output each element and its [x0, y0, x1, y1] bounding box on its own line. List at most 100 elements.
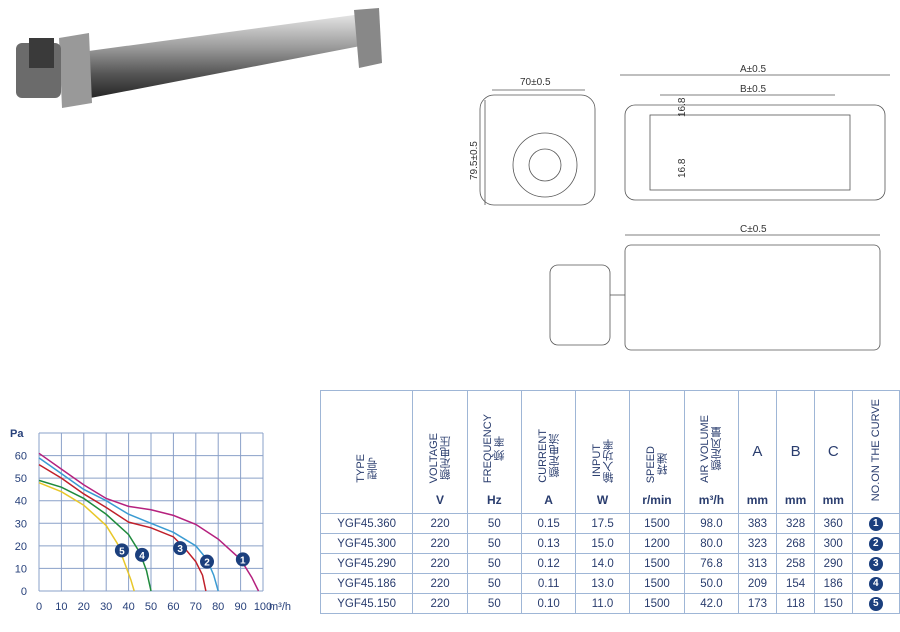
- table-cell: 1500: [628, 513, 686, 534]
- table-cell: 3: [851, 553, 900, 574]
- cell-value: 1500: [644, 517, 670, 530]
- table-cell: 17.5: [575, 513, 630, 534]
- table-cell: 11.0: [575, 593, 630, 614]
- cell-value: 11.0: [591, 597, 614, 610]
- curve-badge-1: [235, 552, 250, 567]
- cell-value: 383: [747, 517, 768, 530]
- table-cell: 5: [851, 593, 900, 614]
- y-axis-label: Pa: [10, 428, 24, 440]
- x-tick-label: 90: [234, 601, 246, 613]
- table-cell: 98.0: [684, 513, 739, 534]
- cell-value: 220: [430, 597, 450, 610]
- table-cell: 80.0: [684, 533, 739, 554]
- cell-value: 1500: [644, 577, 670, 590]
- table-cell: 154: [776, 573, 815, 594]
- curve-badge-label: 1: [240, 555, 246, 566]
- header-label-cn: 输入功率: [602, 439, 615, 483]
- cell-value: 50: [487, 517, 501, 530]
- header-label-cn: 型号: [366, 457, 379, 480]
- cell-value: 323: [747, 537, 768, 550]
- table-cell: YGF45.360: [319, 513, 414, 534]
- cell-value: 258: [785, 557, 806, 570]
- table-cell: 383: [737, 513, 778, 534]
- table-cell: 313: [737, 553, 778, 574]
- header-label-cn: 转速: [656, 453, 669, 476]
- curve-badge-4: [135, 547, 150, 562]
- cell-value: 76.8: [700, 557, 723, 570]
- y-tick-label: 30: [15, 518, 27, 530]
- header-label-cn: 频 率: [494, 435, 507, 461]
- y-tick-label: 0: [21, 586, 27, 598]
- cell-value: 0.10: [537, 597, 560, 610]
- y-tick-label: 10: [15, 563, 27, 575]
- cell-value: 290: [823, 557, 843, 570]
- header-unit: W: [596, 493, 609, 507]
- y-tick-label: 60: [15, 451, 27, 463]
- header-label: FREQUENCY: [482, 413, 495, 483]
- header-unit: Hz: [486, 493, 502, 507]
- table-cell: 0.12: [520, 553, 577, 574]
- header-label: A: [752, 443, 763, 460]
- table-cell: 290: [813, 553, 853, 574]
- y-tick-label: 50: [15, 473, 27, 485]
- header-label: VOLTAGE: [428, 432, 441, 483]
- cell-value: 300: [823, 537, 843, 550]
- x-tick-label: 70: [190, 601, 202, 613]
- height-dimension: 79.5±0.5: [469, 141, 480, 180]
- header-label: AIR VOLUME: [699, 415, 712, 483]
- header-label-cn: 额定风量: [711, 427, 724, 472]
- header-label-cn: 额定电流: [548, 434, 561, 479]
- header-unit: mm: [784, 493, 807, 507]
- curve-line-5: [38, 481, 135, 592]
- table-cell: 1500: [628, 553, 686, 574]
- cell-value: 0.15: [537, 517, 560, 530]
- table-cell: 50: [466, 553, 522, 574]
- c-dimension: C±0.5: [740, 224, 767, 235]
- cell-value: 313: [747, 557, 768, 570]
- table-cell: 0.13: [520, 533, 577, 554]
- table-cell: 360: [813, 513, 853, 534]
- table-cell: 150: [813, 593, 853, 614]
- cell-value: YGF45.186: [337, 577, 397, 590]
- cell-value: 15.0: [591, 537, 614, 550]
- cell-value: 17.5: [591, 517, 614, 530]
- x-axis-label: m³/h: [269, 601, 291, 613]
- table-cell: YGF45.300: [319, 533, 414, 554]
- table-cell: 323: [737, 533, 778, 554]
- table-cell: 220: [412, 553, 468, 574]
- header-label: NO.ON THE CURVE: [869, 398, 882, 501]
- cell-value: 50: [487, 537, 501, 550]
- table-cell: 50: [466, 573, 522, 594]
- table-cell: 50: [466, 593, 522, 614]
- cell-value: 80.0: [700, 537, 723, 550]
- header-label: CURRENT: [536, 429, 549, 483]
- table-cell: 220: [412, 593, 468, 614]
- x-tick-label: 0: [36, 601, 42, 613]
- header-label: TYPE: [354, 454, 367, 483]
- width-dimension: 70±0.5: [520, 77, 551, 88]
- dimension-drawings: 70±0.5 79.5±0.5 A±0.5 B±0.5 16.8 16.8 C±…: [469, 64, 890, 351]
- table-cell: 14.0: [575, 553, 630, 574]
- table-cell: 1500: [628, 573, 686, 594]
- b-dimension: B±0.5: [740, 84, 766, 95]
- cell-value: YGF45.300: [337, 537, 397, 550]
- cell-value: 328: [785, 517, 806, 530]
- cell-value: 209: [747, 577, 768, 590]
- table-cell: 1500: [628, 593, 686, 614]
- cell-value: 154: [785, 577, 806, 590]
- header-unit: r/min: [642, 493, 672, 507]
- table-cell: 1200: [628, 533, 686, 554]
- table-cell: 50: [466, 533, 522, 554]
- table-cell: 258: [776, 553, 815, 574]
